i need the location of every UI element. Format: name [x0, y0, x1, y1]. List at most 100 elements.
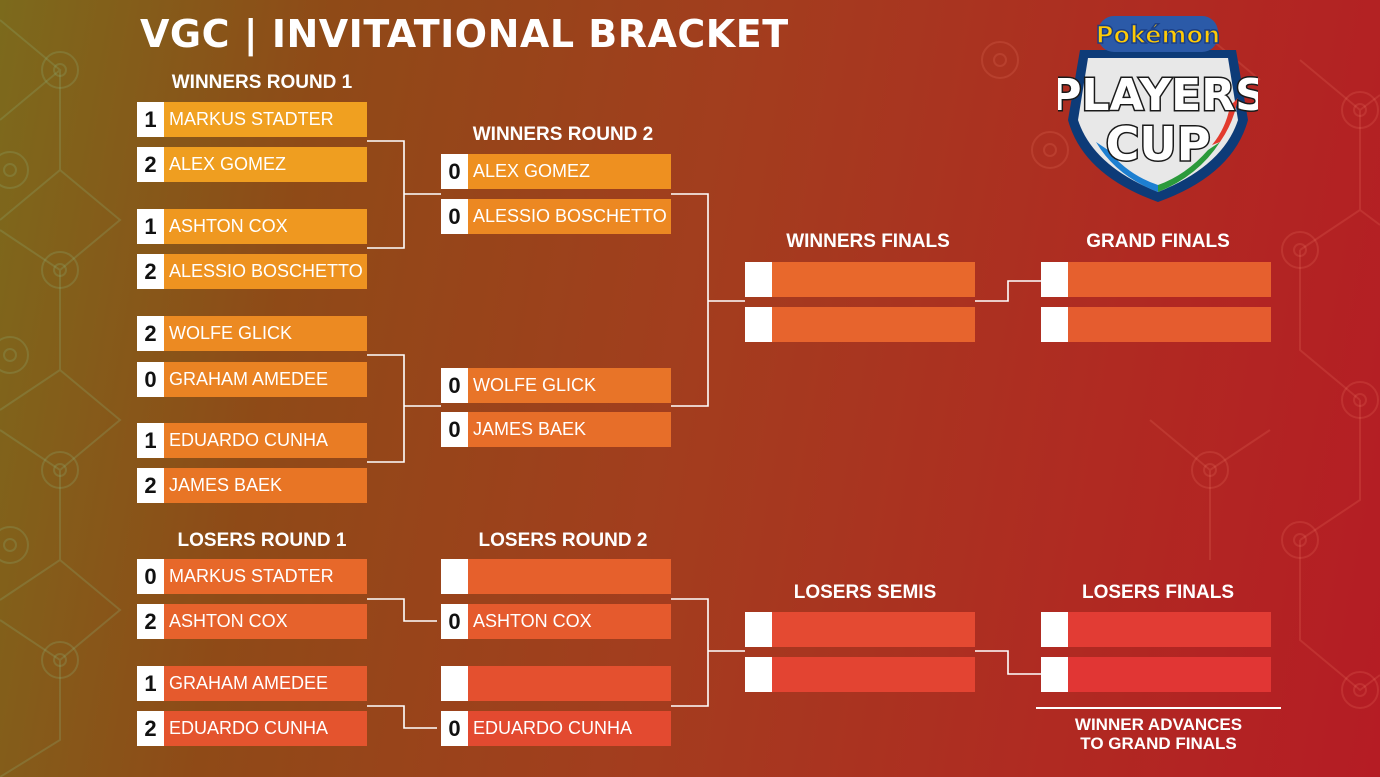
players-cup-logo: Pokémon PLAYERS CUP: [1058, 16, 1258, 202]
player-slot-empty: [745, 307, 975, 342]
player-name: [468, 666, 671, 701]
player-score: 0: [441, 604, 468, 639]
player-name: WOLFE GLICK: [164, 316, 367, 351]
round-label-losers-round-2: LOSERS ROUND 2: [478, 530, 648, 551]
round-label-grand-finals: GRAND FINALS: [1086, 231, 1230, 252]
round-label-winners-finals: WINNERS FINALS: [786, 231, 950, 252]
player-name: ALEX GOMEZ: [164, 147, 367, 182]
player-name: [772, 262, 975, 297]
player-score: 2: [137, 711, 164, 746]
player-name: GRAHAM AMEDEE: [164, 362, 367, 397]
player-name: ALEX GOMEZ: [468, 154, 671, 189]
player-name: JAMES BAEK: [164, 468, 367, 503]
round-label-winners-round-2: WINNERS ROUND 2: [472, 124, 654, 145]
player-name: [772, 307, 975, 342]
player-name: ALESSIO BOSCHETTO: [164, 254, 367, 289]
player-name: ASHTON COX: [164, 604, 367, 639]
player-name: WOLFE GLICK: [468, 368, 671, 403]
player-score: 1: [137, 423, 164, 458]
player-score: [745, 657, 772, 692]
player-name: MARKUS STADTER: [164, 559, 367, 594]
player-score: 1: [137, 666, 164, 701]
player-slot-empty: [441, 559, 671, 594]
player-score: 2: [137, 147, 164, 182]
player-name: JAMES BAEK: [468, 412, 671, 447]
player-score: [745, 262, 772, 297]
player-name: MARKUS STADTER: [164, 102, 367, 137]
player-score: [1041, 307, 1068, 342]
page-title: VGC | INVITATIONAL BRACKET: [140, 12, 789, 56]
round-label-losers-round-1: LOSERS ROUND 1: [177, 530, 347, 551]
player-score: 0: [441, 154, 468, 189]
player-score: 2: [137, 468, 164, 503]
player-score: 1: [137, 209, 164, 244]
player-name: GRAHAM AMEDEE: [164, 666, 367, 701]
player-name: [772, 657, 975, 692]
player-name: [1068, 612, 1271, 647]
player-name: [772, 612, 975, 647]
round-label-winners-round-1: WINNERS ROUND 1: [171, 72, 353, 93]
player-slot-empty: [1041, 307, 1271, 342]
player-slot-empty: [1041, 657, 1271, 692]
player-score: 0: [137, 559, 164, 594]
player-score: [1041, 262, 1068, 297]
player-name: [1068, 307, 1271, 342]
logo-players-text: PLAYERS: [1058, 70, 1258, 121]
player-name: [1068, 657, 1271, 692]
player-name: EDUARDO CUNHA: [164, 423, 367, 458]
player-name: EDUARDO CUNHA: [468, 711, 671, 746]
player-name: [1068, 262, 1271, 297]
winner-advances-note: WINNER ADVANCES TO GRAND FINALS: [1036, 707, 1281, 753]
player-name: ASHTON COX: [468, 604, 671, 639]
note-line-1: WINNER ADVANCES: [1074, 715, 1243, 734]
player-score: [441, 666, 468, 701]
player-score: 0: [441, 711, 468, 746]
player-slot-empty: [441, 666, 671, 701]
player-score: 2: [137, 254, 164, 289]
player-score: [745, 307, 772, 342]
player-score: 0: [137, 362, 164, 397]
note-line-2: TO GRAND FINALS: [1080, 734, 1237, 753]
player-name: ASHTON COX: [164, 209, 367, 244]
player-slot-empty: [1041, 612, 1271, 647]
player-score: 2: [137, 316, 164, 351]
player-score: [1041, 657, 1068, 692]
player-slot-empty: [745, 612, 975, 647]
player-score: 1: [137, 102, 164, 137]
player-score: 0: [441, 412, 468, 447]
player-slot-empty: [1041, 262, 1271, 297]
round-label-losers-finals: LOSERS FINALS: [1081, 582, 1234, 603]
player-slot-empty: [745, 262, 975, 297]
player-name: [468, 559, 671, 594]
player-score: 0: [441, 199, 468, 234]
player-score: [1041, 612, 1068, 647]
player-score: [745, 612, 772, 647]
round-label-losers-semis: LOSERS SEMIS: [793, 582, 937, 603]
logo-cup-text: CUP: [1106, 117, 1211, 171]
player-slot-empty: [745, 657, 975, 692]
player-name: ALESSIO BOSCHETTO: [468, 199, 671, 234]
player-score: [441, 559, 468, 594]
player-name: EDUARDO CUNHA: [164, 711, 367, 746]
logo-pokemon-text: Pokémon: [1096, 21, 1220, 49]
player-score: 2: [137, 604, 164, 639]
player-score: 0: [441, 368, 468, 403]
